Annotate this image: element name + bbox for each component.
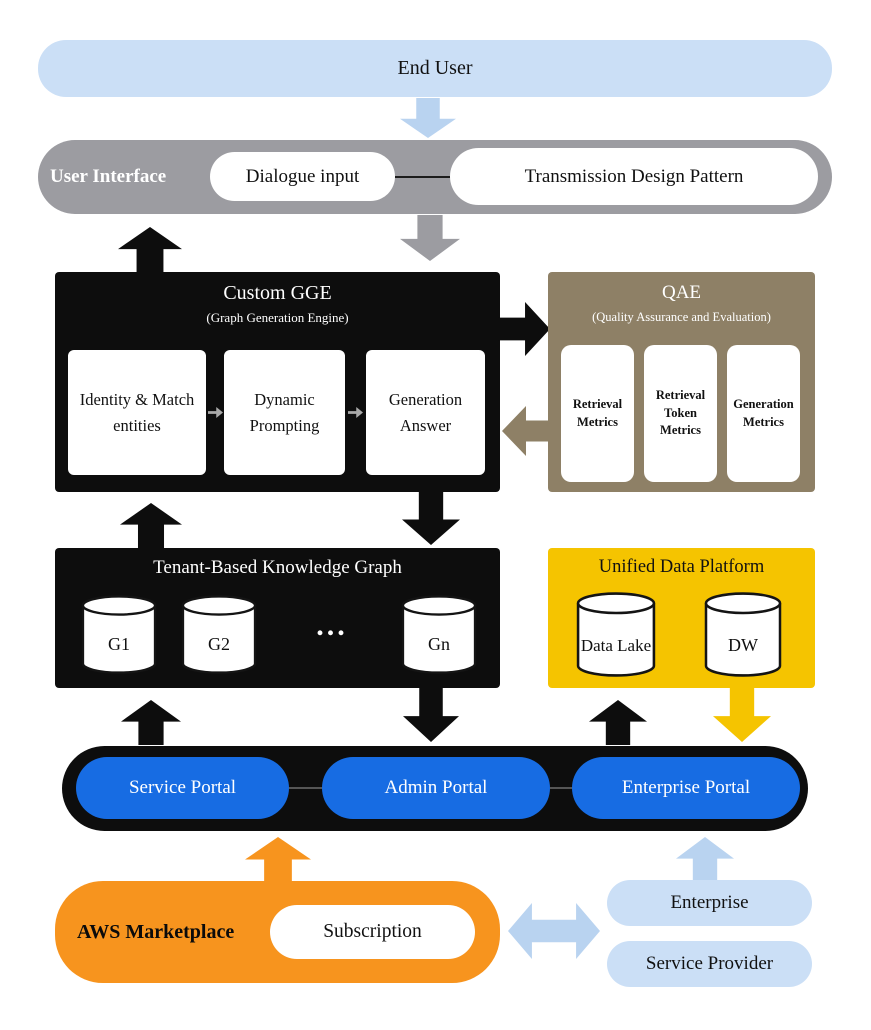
qae-box: QAE (Quality Assurance and Evaluation) R… [548,272,815,492]
unified-data-platform-box: Unified Data Platform Data Lake DW [548,548,815,688]
service-provider-node: Service Provider [607,941,812,987]
qae-subtitle: (Quality Assurance and Evaluation) [592,310,771,324]
arrow-step2-step3 [348,407,363,418]
end-user-label: End User [397,57,473,79]
gge-step-dynamic-prompting: Dynamic Prompting [224,350,345,475]
arrow-step1-step2 [208,407,223,418]
arrow-gge-to-ui [118,227,182,273]
arrow-marketplace-enterprise-bidirectional [508,903,600,959]
dialogue-input-label: Dialogue input [245,165,360,187]
metric-retrieval: Retrieval Metrics [561,345,634,482]
cylinder-shape [704,592,782,677]
arrow-enduser-to-ui [400,98,456,138]
connector-service-admin [289,787,322,789]
arrow-portals-to-kg [121,700,181,745]
metric-retrieval-token: Retrieval Token Metrics [644,345,717,482]
gge-title: Custom GGE [223,282,332,304]
cylinder-shape [576,592,656,677]
arrow-gge-to-qae [498,302,550,356]
arrow-enterprise-to-portals [676,837,734,882]
db-cylinder-g1: G1 [80,595,158,675]
admin-portal-node: Admin Portal [322,757,550,819]
enterprise-portal-node: Enterprise Portal [572,757,800,819]
user-interface-title: User Interface [50,166,167,187]
gge-step-generation-answer: Generation Answer [366,350,485,475]
marketplace-title: AWS Marketplace [77,920,235,943]
subscription-node: Subscription [270,905,475,959]
gge-step-identity-match: Identity & Match entities [68,350,206,475]
udp-title: Unified Data Platform [598,557,765,577]
db-cylinder-dw: DW [703,592,783,678]
custom-gge-box: Custom GGE (Graph Generation Engine) Ide… [55,272,500,492]
qae-title: QAE [661,282,702,303]
cylinder-shape [401,595,477,674]
cylinder-shape [181,595,257,674]
db-cylinder-g2: G2 [180,595,258,675]
arrow-qae-to-gge [502,406,552,456]
arrow-marketplace-to-portals [245,837,311,884]
db-cylinder-data-lake: Data Lake [575,592,657,678]
arrow-gge-to-kg [402,492,460,545]
arrow-kg-to-gge [120,503,182,548]
user-interface-bar: User Interface Dialogue input Transmissi… [38,140,832,214]
transmission-label: Transmission Design Pattern [524,165,744,187]
gge-subtitle: (Graph Generation Engine) [206,310,349,325]
cylinder-shape [81,595,157,674]
service-portal-node: Service Portal [76,757,289,819]
arrow-ui-to-gge [400,215,460,261]
dialogue-input-node: Dialogue input [210,152,395,201]
metric-generation: Generation Metrics [727,345,800,482]
kg-ellipsis: ... [316,609,348,642]
portal-bar: Service Portal Admin Portal Enterprise P… [62,746,808,831]
end-user-node: End User [38,40,832,97]
arrow-udp-to-portals [713,688,771,742]
db-cylinder-gn: Gn [400,595,478,675]
kg-title: Tenant-Based Knowledge Graph [153,557,402,578]
arrow-kg-to-portals [403,688,459,742]
connector-dialogue-transmission [395,176,450,178]
knowledge-graph-box: Tenant-Based Knowledge Graph G1 G2 ... G… [55,548,500,688]
arrow-portals-to-udp [589,700,647,745]
transmission-design-pattern-node: Transmission Design Pattern [450,148,818,205]
connector-admin-enterprise [550,787,572,789]
aws-marketplace-node: AWS Marketplace Subscription [55,881,500,983]
enterprise-node: Enterprise [607,880,812,926]
